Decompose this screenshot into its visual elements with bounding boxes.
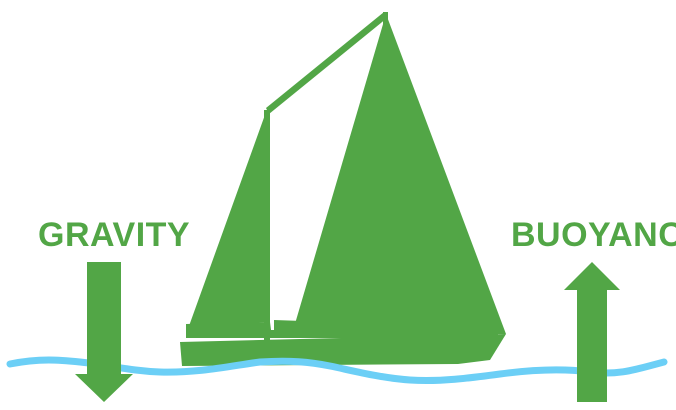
hull <box>180 334 506 366</box>
buoyancy-label: BUOYANCY <box>511 218 676 252</box>
mizzen-mast <box>264 110 270 340</box>
down-arrow-icon <box>75 262 133 402</box>
sailboat-icon <box>180 12 506 366</box>
gravity-label: GRAVITY <box>38 218 190 252</box>
up-arrow-icon <box>564 262 620 402</box>
mizzen-sail <box>189 112 268 326</box>
mainmast <box>383 12 388 332</box>
